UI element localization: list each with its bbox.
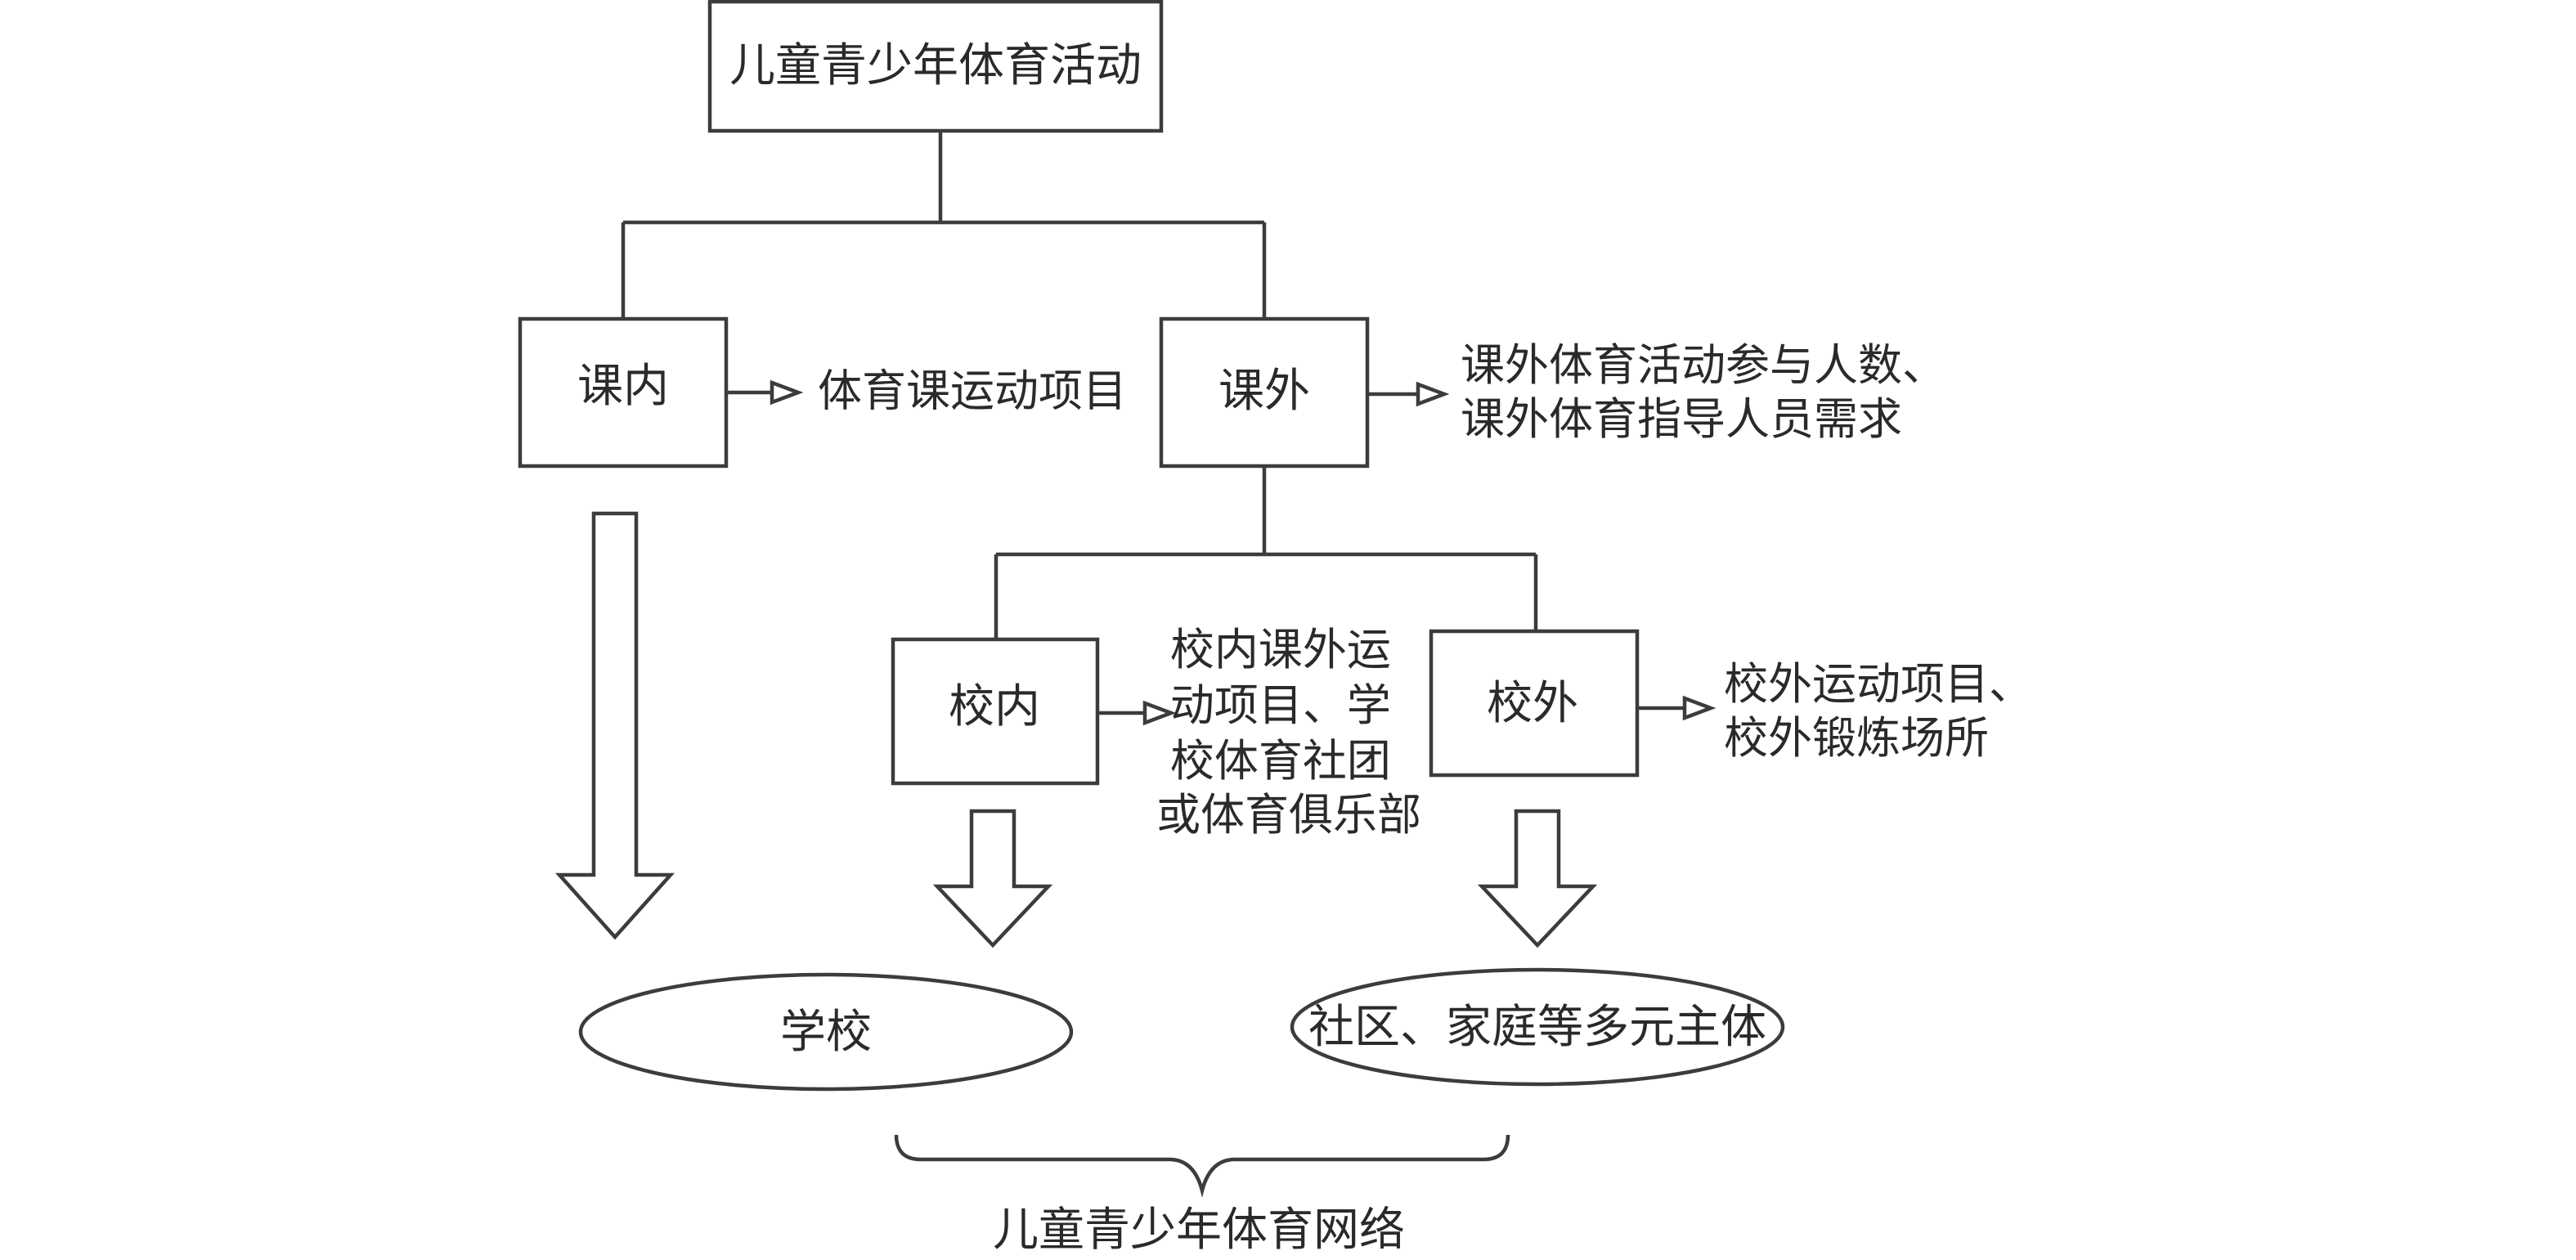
- note-out-class: 课外体育活动参与人数、 课外体育指导人员需求: [1461, 339, 1960, 445]
- connector-root: [621, 131, 1267, 319]
- note-out-class-line: 课外体育指导人员需求: [1461, 393, 1902, 445]
- out-class-label: 课外: [1218, 365, 1310, 418]
- school-ellipse: [578, 972, 1074, 1092]
- note-in-school: 校内课外运 动项目、学 校体育社团 或体育俱乐部: [1156, 624, 1421, 841]
- out-class-box: [1159, 316, 1370, 469]
- big-arrow-in-class: [554, 511, 675, 940]
- big-arrow-in-school: [932, 809, 1053, 948]
- note-in-school-line: 动项目、学: [1170, 679, 1391, 731]
- school-label: 学校: [780, 1006, 872, 1059]
- note-out-school-line: 校外运动项目、: [1724, 658, 2033, 710]
- arrow-out-school: [1637, 695, 1717, 721]
- in-class-label: 课内: [577, 360, 669, 413]
- connector-out-class: [994, 466, 1538, 639]
- note-out-school: 校外运动项目、 校外锻炼场所: [1724, 658, 2047, 764]
- in-school-label: 校内: [949, 680, 1040, 733]
- arrow-out-class: [1367, 381, 1450, 407]
- arrow-in-class: [726, 379, 804, 406]
- note-out-class-line: 课外体育活动参与人数、: [1461, 339, 1946, 391]
- big-arrow-out-school: [1477, 809, 1598, 948]
- note-out-school-line: 校外锻炼场所: [1724, 712, 1989, 764]
- out-school-box: [1429, 629, 1640, 778]
- note-in-school-line: 校体育社团: [1170, 735, 1391, 787]
- in-class-box: [518, 316, 729, 469]
- community-label: 社区、家庭等多元主体: [1308, 1001, 1766, 1054]
- arrow-in-school: [1097, 700, 1177, 726]
- root-label: 儿童青少年体育活动: [729, 39, 1142, 92]
- community-ellipse: [1290, 967, 1785, 1087]
- network-label: 儿童青少年体育网络: [993, 1204, 1405, 1257]
- note-in-class: 体育课运动项目: [818, 365, 1127, 417]
- out-school-label: 校外: [1487, 677, 1578, 730]
- note-in-school-line: 校内课外运: [1170, 624, 1391, 675]
- network-brace: [894, 1134, 1510, 1198]
- note-in-school-line: 或体育俱乐部: [1156, 789, 1421, 841]
- root-box: [707, 0, 1164, 133]
